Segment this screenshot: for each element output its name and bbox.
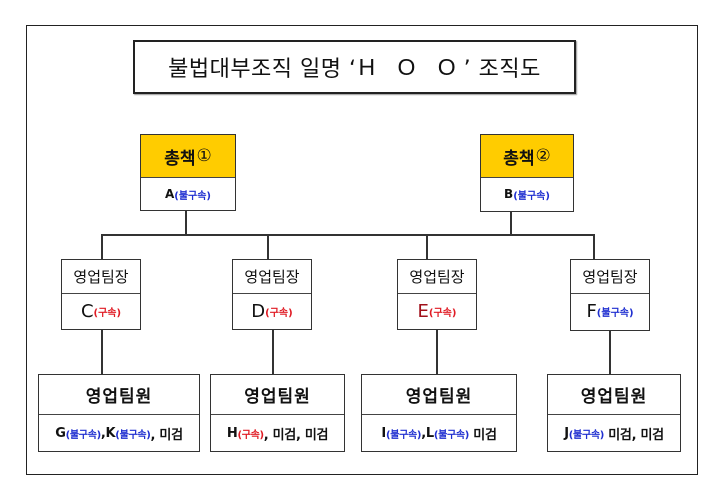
connector-member-1 [101,329,103,374]
status-unaffiliated: (불구속) [433,430,470,441]
leader-person: F(불구속) [571,293,649,329]
leader-box-f: 영업팀장 F(불구속) [570,259,650,331]
diagram-frame [26,25,698,475]
role-label: 총책 [164,148,196,169]
person-name: A [164,187,175,201]
unapprehended-list: , 미검, 미검 [263,428,329,443]
connector-head1-down [185,210,187,235]
person-name: J [564,426,569,441]
status-affiliated: (구속) [93,308,122,319]
status-affiliated: (구속) [265,308,293,319]
status-unaffiliated: (불구속) [65,430,102,441]
member-box-1: 영업팀원 G(불구속), K(불구속), 미검 [38,374,200,452]
role-label: 영업팀장 [244,268,300,286]
member-box-3: 영업팀원 I(불구속), L(불구속) 미검 [361,374,517,452]
status-affiliated: (구속) [428,308,457,319]
role-label: 영업팀장 [409,268,465,286]
person-name: L [425,426,434,441]
person-name: H [226,426,238,441]
role-label: 영업팀장 [582,268,638,286]
person-name: B [504,187,514,201]
diagram-title: 불법대부조직 일명 ‘H O O’ 조직도 [133,40,576,94]
person-name: F [586,301,597,322]
member-list: H(구속), 미검, 미검 [211,414,344,452]
connector-head2-down [510,211,512,235]
status-unaffiliated: (불구속) [568,430,605,441]
leader-box-d: 영업팀장 D(구속) [232,259,312,330]
title-suffix: ’ 조직도 [463,57,541,82]
status-unaffiliated: (불구속) [513,190,550,202]
connector-member-2 [272,329,274,374]
connector-member-3 [436,330,438,374]
head-number: ② [535,146,551,166]
separator: , [100,426,106,441]
head-number: ① [196,146,212,166]
connector-lead-c [101,234,103,259]
person-name: I [381,426,386,441]
connector-lead-f [593,234,595,259]
leader-person: C(구속) [62,293,140,329]
person-name: K [105,426,116,441]
role-label: 영업팀장 [73,268,129,286]
role-label: 영업팀원 [244,387,311,407]
connector-member-4 [609,330,611,374]
person-name: G [55,426,66,441]
status-unaffiliated: (불구속) [174,190,212,202]
title-prefix: 불법대부조직 일명 ‘ [168,57,357,82]
head-person: A(불구속) [141,177,235,210]
status-unaffiliated: (불구속) [115,430,151,441]
status-unaffiliated: (불구속) [596,308,634,319]
title-org-name: H O O [358,53,464,80]
member-list: I(불구속), L(불구속) 미검 [362,414,516,452]
member-list: G(불구속), K(불구속), 미검 [39,414,199,452]
member-box-4: 영업팀원 J(불구속) 미검, 미검 [547,374,681,452]
leader-box-e: 영업팀장 E(구속) [397,259,477,330]
unapprehended-list: , 미검 [150,428,183,443]
leader-box-c: 영업팀장 C(구속) [61,259,141,330]
unapprehended-list: 미검 [469,428,497,443]
unapprehended-list: 미검, 미검 [604,428,664,443]
member-box-2: 영업팀원 H(구속), 미검, 미검 [210,374,345,452]
leader-person: E(구속) [398,293,476,329]
status-affiliated: (구속) [237,430,264,441]
head-person: B(불구속) [481,177,573,210]
role-label: 영업팀원 [85,387,153,407]
person-name: E [417,301,429,322]
status-unaffiliated: (불구속) [385,430,422,441]
connector-horizontal [101,234,594,236]
member-list: J(불구속) 미검, 미검 [548,414,680,452]
separator: , [421,426,426,441]
person-name: D [251,301,266,322]
connector-lead-d [267,234,269,259]
leader-person: D(구속) [233,293,311,329]
person-name: C [80,301,94,322]
connector-lead-e [426,234,428,259]
role-label: 총책 [503,148,535,169]
role-label: 영업팀원 [580,387,648,407]
role-label: 영업팀원 [405,387,473,407]
